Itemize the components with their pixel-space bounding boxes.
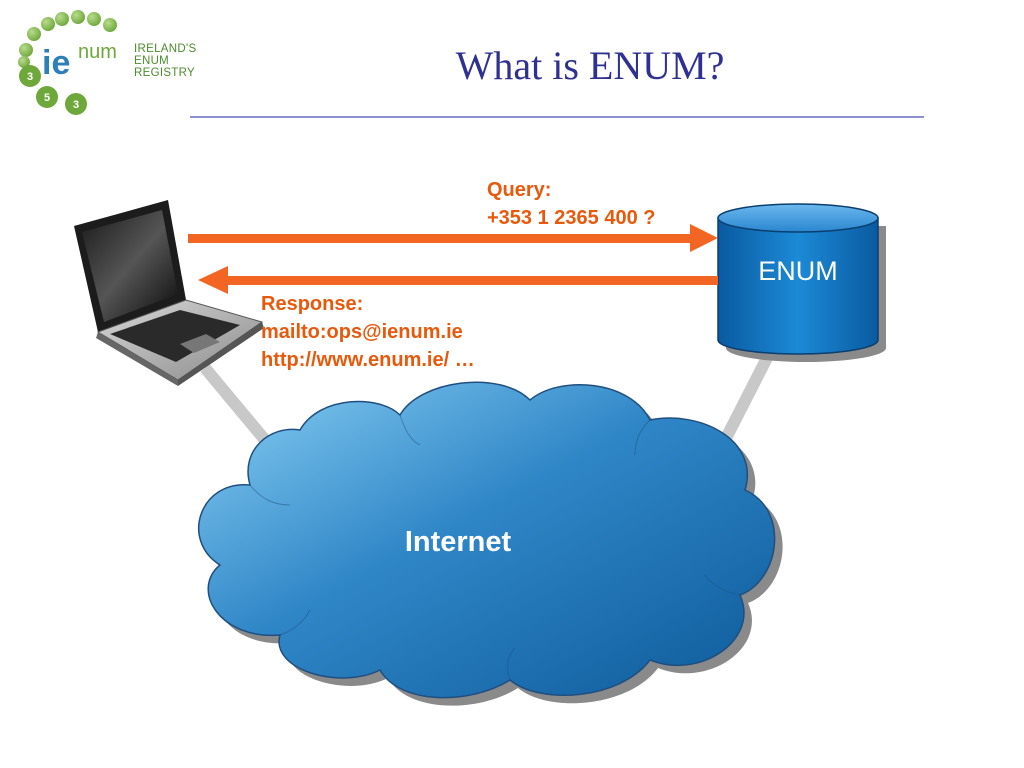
response-line-2: mailto:ops@ienum.ie bbox=[261, 321, 463, 343]
title-divider bbox=[190, 116, 924, 118]
cloud-label: Internet bbox=[405, 526, 512, 558]
response-line-1: Response: bbox=[261, 293, 364, 315]
query-arrow bbox=[188, 224, 718, 252]
slide-title: What is ENUM? bbox=[455, 43, 725, 88]
logo-line-1: IRELAND'S bbox=[134, 43, 197, 55]
response-line-3: http://www.enum.ie/ … bbox=[261, 349, 475, 371]
query-text: Query: +353 1 2365 400 ? bbox=[487, 176, 655, 232]
response-arrow bbox=[198, 266, 718, 294]
logo-text: IRELAND'S ENUM REGISTRY bbox=[134, 43, 196, 79]
query-line-2: +353 1 2365 400 ? bbox=[487, 207, 656, 229]
database-label: ENUM bbox=[758, 256, 838, 286]
logo-dot-label-3: 3 bbox=[73, 99, 79, 111]
laptop-icon bbox=[74, 200, 264, 386]
logo-line-3: REGISTRY bbox=[134, 67, 195, 79]
logo-line-2: ENUM bbox=[134, 55, 170, 67]
enum-database-icon bbox=[717, 203, 886, 362]
logo-mark-num: num bbox=[78, 41, 117, 63]
logo-dots bbox=[18, 10, 117, 115]
logo-mark-ie: ie bbox=[42, 44, 70, 82]
logo-dot-label-2: 5 bbox=[44, 92, 50, 104]
response-text: Response: mailto:ops@ienum.ie http://www… bbox=[261, 290, 475, 374]
query-line-1: Query: bbox=[487, 179, 552, 201]
database-connector-line bbox=[714, 349, 776, 453]
internet-cloud bbox=[198, 381, 783, 706]
logo-dot-label-1: 3 bbox=[27, 71, 33, 83]
